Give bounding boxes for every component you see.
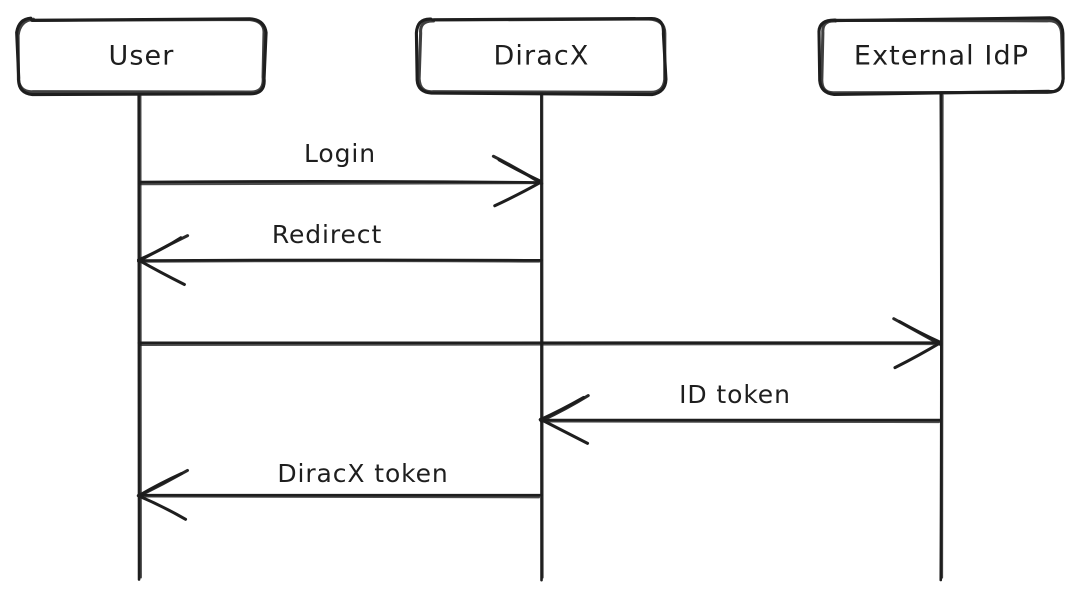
- lifeline-stroke-secondary: [940, 94, 944, 579]
- arrowhead-barb-upper-echo: [137, 468, 189, 498]
- message-arrowhead: [491, 154, 544, 208]
- arrowhead-barb-upper-echo: [491, 154, 544, 186]
- message-line-secondary: [539, 419, 941, 424]
- lifeline-idp: [939, 92, 944, 582]
- arrowhead-barb-lower: [493, 180, 543, 208]
- participant-box-fill: [820, 19, 1063, 93]
- participant-label: External IdP: [854, 41, 1029, 72]
- participants-layer: User DiracX External IdP: [15, 16, 1065, 97]
- participant-user[interactable]: User: [15, 16, 268, 97]
- message-4-id-token: ID token: [538, 380, 942, 445]
- participant-box-fill: [18, 19, 265, 93]
- message-line-secondary: [139, 342, 943, 346]
- message-label: DiracX token: [277, 459, 448, 488]
- message-label: Redirect: [272, 220, 382, 249]
- participant-diracx[interactable]: DiracX: [414, 16, 668, 97]
- message-line-secondary: [139, 181, 542, 186]
- message-3: [137, 317, 943, 370]
- lifeline-diracx: [540, 91, 544, 582]
- arrowhead-barb-upper-echo: [892, 317, 943, 347]
- participant-box-fill: [418, 19, 665, 93]
- arrowhead-barb-lower: [893, 341, 942, 370]
- message-arrowhead: [538, 394, 590, 445]
- message-arrowhead: [892, 317, 943, 370]
- message-2-redirect: Redirect: [137, 220, 543, 287]
- arrowhead-barb-lower: [136, 494, 188, 521]
- participant-label: DiracX: [494, 41, 590, 72]
- participant-box-outline-echo: [820, 18, 1065, 95]
- message-1-login: Login: [137, 139, 544, 208]
- arrowhead-barb-lower: [137, 258, 186, 287]
- message-line-secondary: [137, 259, 541, 263]
- message-arrowhead: [137, 234, 190, 287]
- lifeline-user: [137, 91, 142, 581]
- participant-box-outline-echo: [16, 17, 266, 94]
- lifeline-stroke: [137, 91, 141, 581]
- participant-label: User: [109, 41, 175, 72]
- lifelines-layer: [137, 91, 944, 582]
- message-line-secondary: [138, 494, 540, 499]
- message-5-diracx-token: DiracX token: [136, 459, 543, 521]
- message-label: ID token: [679, 380, 791, 409]
- message-arrowhead: [136, 468, 189, 521]
- message-label: Login: [304, 139, 376, 168]
- arrowhead-barb-upper-echo: [540, 394, 590, 423]
- participant-idp[interactable]: External IdP: [817, 16, 1065, 97]
- lifeline-stroke-secondary: [138, 93, 142, 579]
- arrowhead-barb-upper-echo: [137, 234, 190, 263]
- arrowhead-barb-lower: [538, 417, 590, 445]
- participant-box-outline-echo: [417, 17, 667, 94]
